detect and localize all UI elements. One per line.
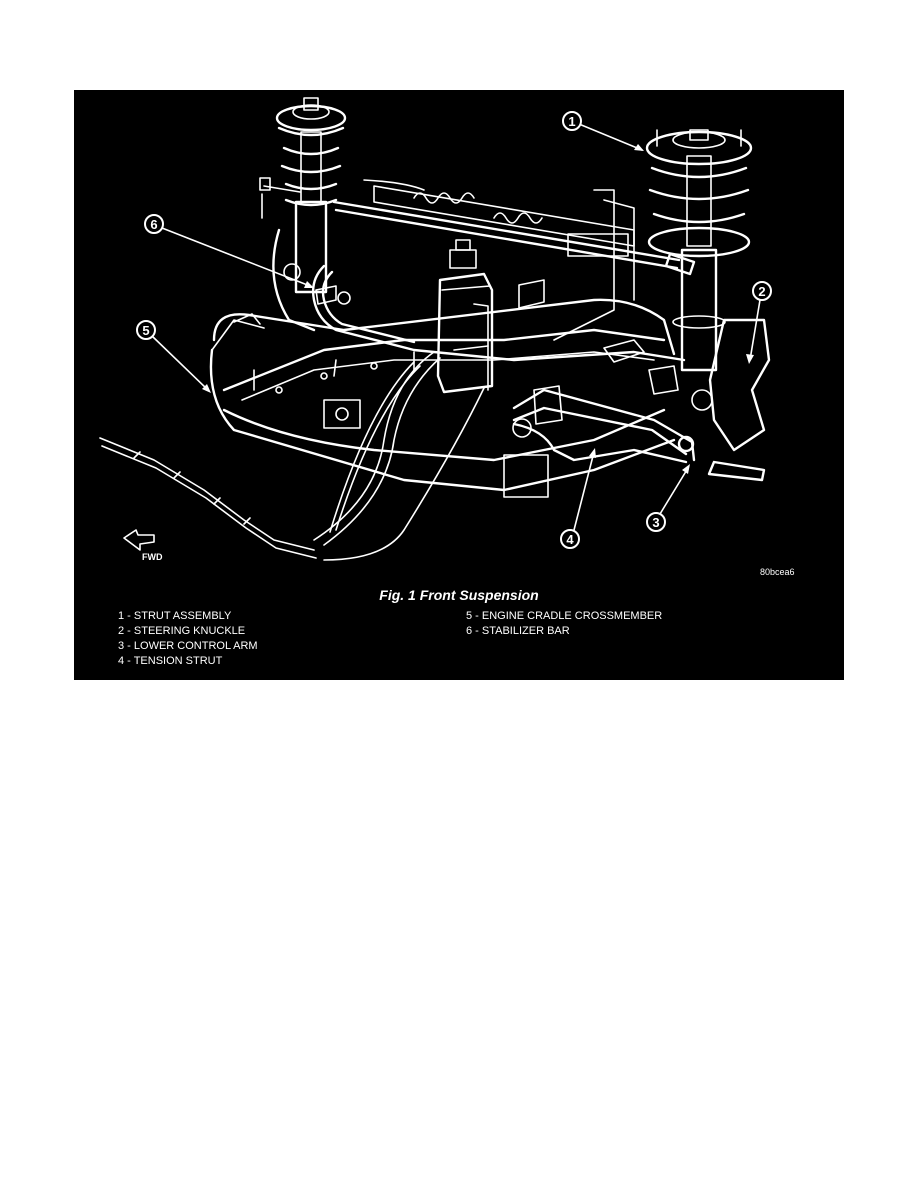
callout-5-label: 5 [142, 323, 149, 338]
right-strut-assembly [645, 129, 771, 482]
figure-caption: Fig. 1 Front Suspension [379, 587, 539, 603]
legend-item-engine-cradle-crossmember: 5 - ENGINE CRADLE CROSSMEMBER [466, 610, 663, 622]
hydraulic-lines [99, 179, 635, 561]
legend-item-strut-assembly: 1 - STRUT ASSEMBLY [118, 610, 232, 622]
legend-item-tension-strut: 4 - TENSION STRUT [118, 655, 223, 667]
callout-3-label: 3 [652, 515, 659, 530]
callout-5: 5 [136, 320, 211, 393]
fwd-direction-indicator: FWD [123, 529, 163, 562]
steering-rack [332, 185, 696, 276]
callout-2-label: 2 [758, 284, 765, 299]
left-strut-assembly [259, 97, 347, 332]
figure-legend: 1 - STRUT ASSEMBLY 2 - STEERING KNUCKLE … [74, 609, 844, 679]
power-steering-reservoir [436, 239, 494, 394]
legend-item-stabilizer-bar: 6 - STABILIZER BAR [466, 625, 570, 637]
suspension-figure: FWD 80bcea6 1 2 3 4 [74, 90, 844, 680]
suspension-illustration: FWD 80bcea6 1 2 3 4 [99, 97, 795, 577]
callout-1: 1 [562, 111, 644, 151]
lower-control-arm [512, 385, 696, 464]
stabilizer-bar [311, 264, 686, 362]
callout-1-label: 1 [568, 114, 575, 129]
legend-item-steering-knuckle: 2 - STEERING KNUCKLE [118, 625, 246, 637]
callout-6: 6 [144, 214, 314, 288]
callout-4-label: 4 [566, 532, 574, 547]
callout-2: 2 [746, 281, 772, 364]
fwd-label: FWD [142, 552, 163, 562]
legend-item-lower-control-arm: 3 - LOWER CONTROL ARM [118, 640, 258, 652]
callout-4: 4 [560, 448, 596, 549]
callout-3: 3 [646, 464, 690, 532]
image-code: 80bcea6 [760, 567, 795, 577]
callout-6-label: 6 [150, 217, 157, 232]
